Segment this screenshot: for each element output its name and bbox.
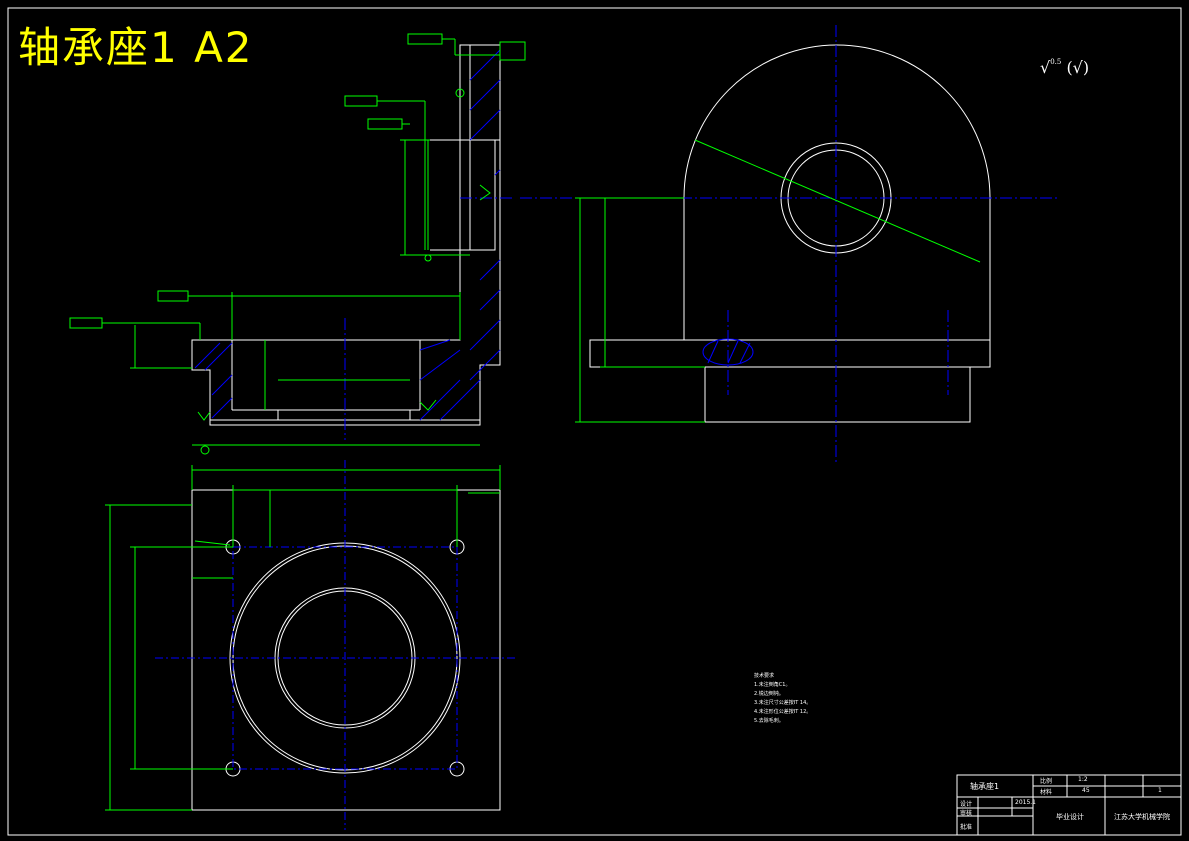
front-centerlines: [344, 197, 515, 440]
top-dimensions: [105, 465, 501, 811]
note-line: 2.锐边倒钝。: [754, 691, 784, 697]
designer-label: 设计: [960, 801, 973, 808]
front-section-view: [191, 44, 501, 426]
roughness-note: (√): [1066, 58, 1090, 77]
note-line: 1.未注倒角C1。: [754, 682, 791, 688]
title-block: [956, 774, 1182, 836]
technical-notes: 技术要求 1.未注倒角C1。 2.锐边倒钝。 3.未注尺寸公差按IT 14。 4…: [754, 672, 811, 726]
approver-label: 批准: [960, 824, 973, 831]
roughness-value: 0.5: [1050, 58, 1062, 66]
drawing-title: 轴承座1 A2: [18, 23, 254, 72]
note-line: 4.未注形位公差按IT 12。: [754, 709, 812, 715]
checker-label: 审核: [960, 810, 973, 817]
institution-name: 江苏大学机械学院: [1114, 813, 1170, 821]
material-value: 45: [1082, 787, 1090, 794]
quantity-value: 1: [1158, 787, 1162, 794]
note-line: 3.未注尺寸公差按IT 14。: [754, 700, 812, 706]
part-name: 轴承座1: [970, 782, 1000, 791]
sheet-border: [7, 7, 1182, 836]
note-line: 5.去除毛刺。: [754, 718, 784, 724]
notes-heading: 技术要求: [754, 673, 775, 679]
side-centerlines: [520, 25, 1060, 465]
project-name: 毕业设计: [1056, 813, 1084, 821]
roughness-symbol: √0.5 (√): [1040, 58, 1089, 77]
date-value: 2015.1: [1015, 799, 1036, 806]
side-view: [589, 44, 991, 423]
side-dimensions: [575, 139, 981, 423]
top-centerlines: [155, 460, 515, 830]
front-dimensions: [69, 33, 526, 455]
top-view: [191, 489, 501, 811]
material-label: 材料: [1040, 789, 1053, 796]
check-icon: √: [1040, 58, 1051, 77]
scale-value: 1:2: [1078, 776, 1088, 783]
scale-label: 比例: [1040, 778, 1053, 785]
